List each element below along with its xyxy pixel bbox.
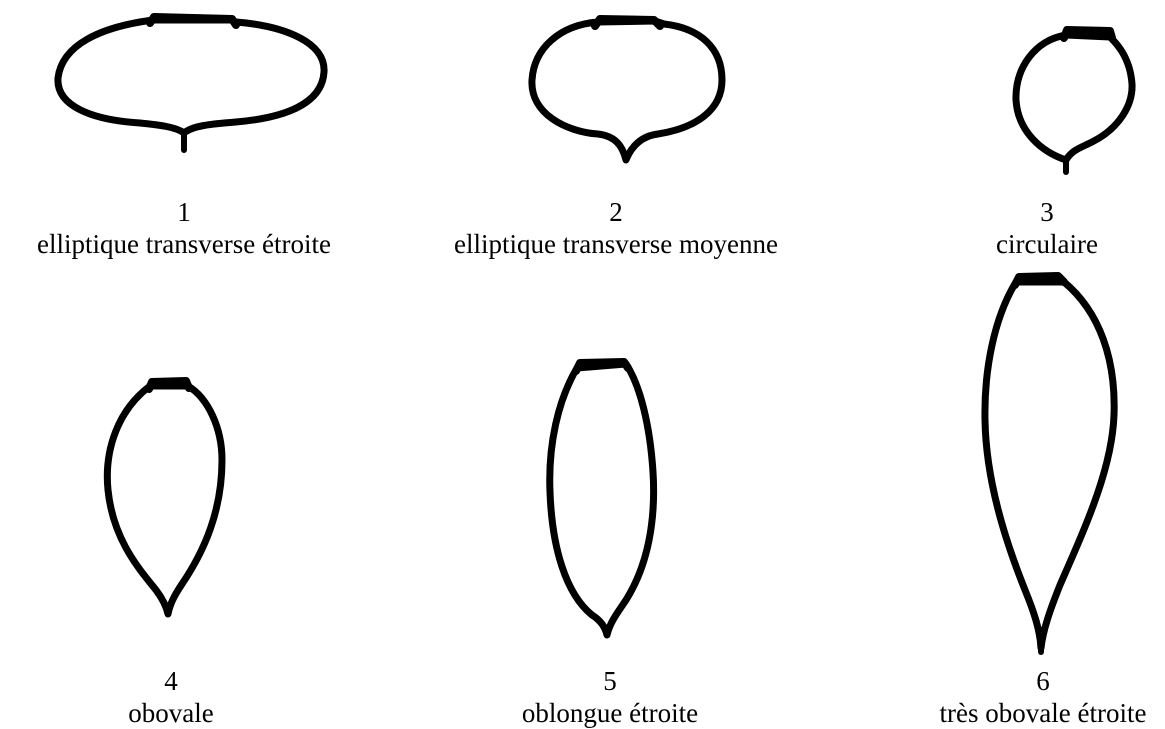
caption-figure-2: 2 elliptique transverse moyenne — [416, 196, 816, 260]
shape-3-circular — [1012, 26, 1136, 175]
figure-number: 4 — [164, 666, 178, 696]
shape-1-narrow-transverse-elliptic — [54, 13, 328, 153]
figure-label: elliptique transverse étroite — [37, 229, 331, 259]
figure-label: circulaire — [996, 229, 1098, 259]
figure-label: elliptique transverse moyenne — [454, 229, 778, 259]
figure-label: très obovale étroite — [939, 698, 1147, 728]
caption-figure-3: 3 circulaire — [847, 196, 1165, 260]
shape-5-narrow-oblong — [546, 358, 658, 639]
caption-figure-1: 1 elliptique transverse étroite — [0, 196, 384, 260]
figure-number: 5 — [603, 666, 617, 696]
figure-label: oblongue étroite — [521, 698, 699, 728]
caption-figure-6: 6 très obovale étroite — [843, 665, 1165, 729]
figure-number: 1 — [177, 197, 191, 227]
figure-number: 3 — [1040, 197, 1054, 227]
caption-figure-5: 5 oblongue étroite — [410, 665, 810, 729]
shape-6-very-narrow-obovate — [981, 272, 1118, 655]
caption-figure-4: 4 obovale — [0, 665, 371, 729]
figure-number: 2 — [609, 197, 623, 227]
figure-number: 6 — [1036, 666, 1050, 696]
figure-label: obovale — [128, 698, 214, 728]
shape-2-medium-transverse-elliptic — [528, 15, 726, 164]
shape-4-obovate — [103, 377, 226, 618]
